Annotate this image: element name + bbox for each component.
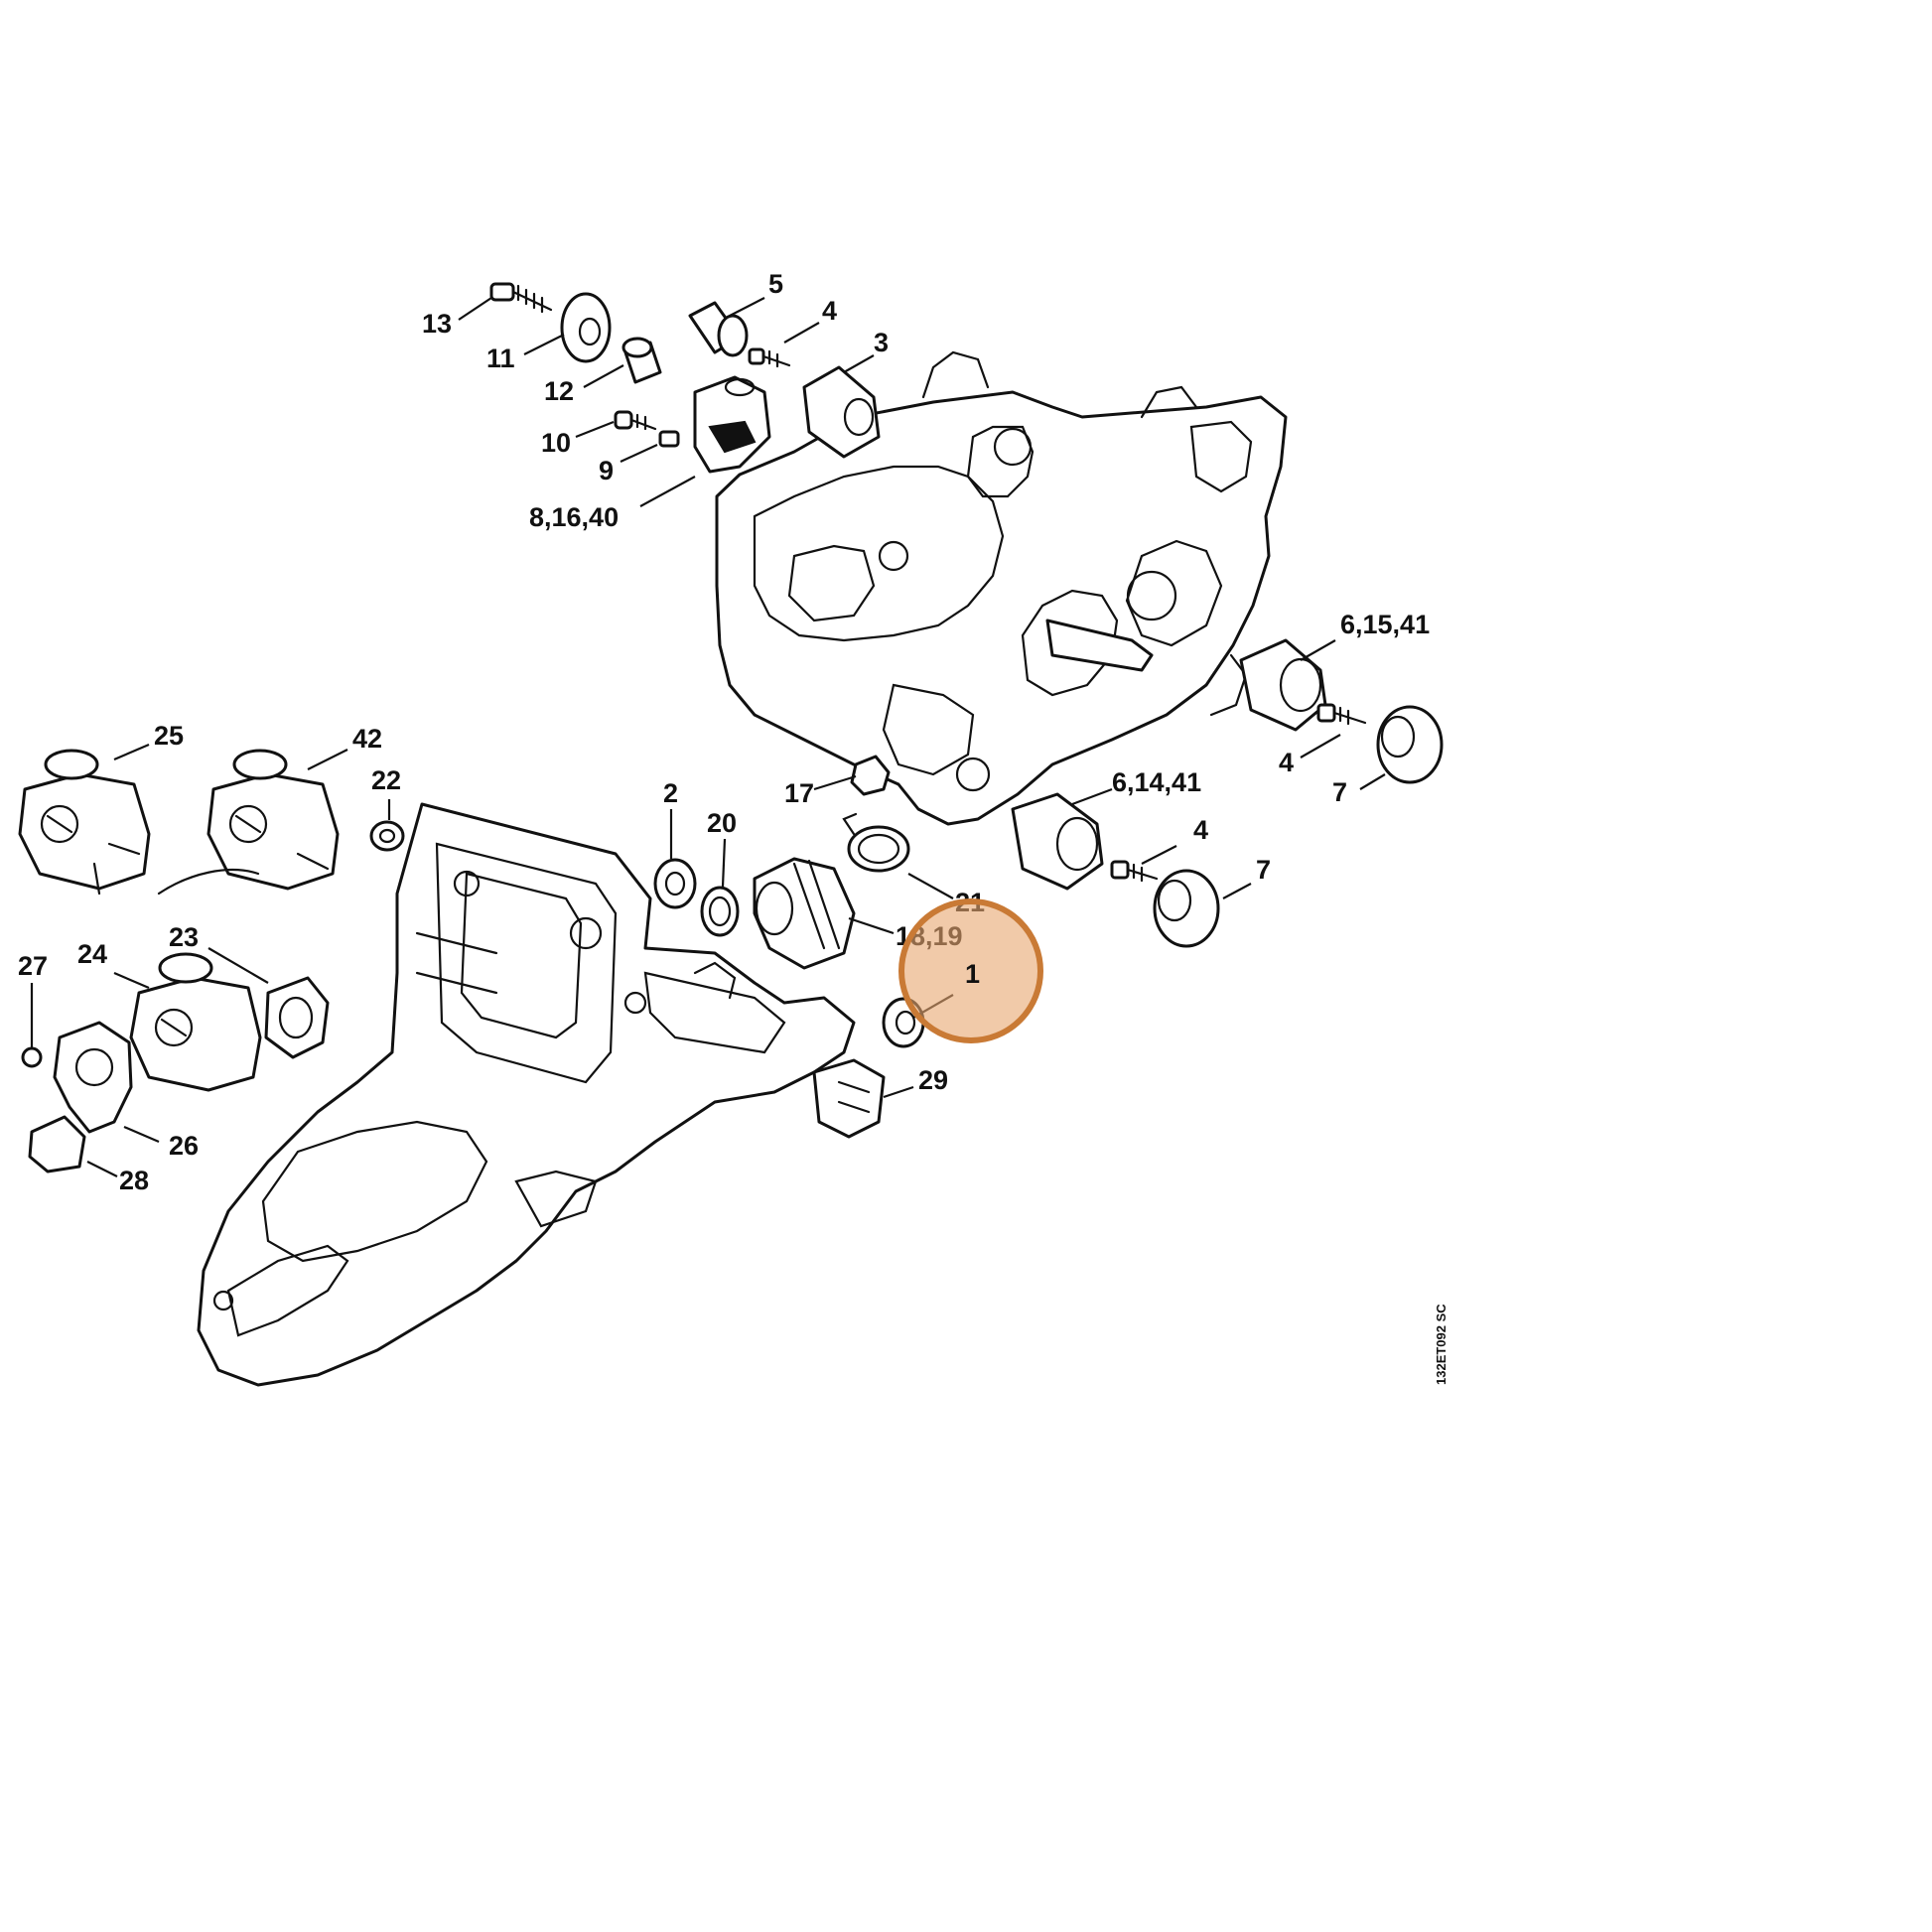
callout-1: 1 — [965, 959, 980, 989]
part-4-screw-top[interactable] — [748, 347, 791, 368]
callout-4-mid: 4 — [1193, 815, 1208, 845]
callout-3: 3 — [874, 328, 889, 357]
callout-20: 20 — [707, 808, 737, 838]
part-2-seal[interactable] — [653, 858, 697, 909]
part-23-gasket[interactable] — [264, 976, 330, 1059]
callout-23: 23 — [169, 922, 199, 952]
part-4-screw-right[interactable] — [1316, 703, 1367, 726]
part-8-16-40-mount[interactable] — [693, 375, 771, 474]
callout-25: 25 — [154, 721, 184, 751]
callout-22: 22 — [371, 765, 401, 795]
drawing-code: 132ET092 SC — [1434, 1304, 1449, 1385]
part-27-nut[interactable] — [21, 1046, 43, 1068]
callout-7-mid: 7 — [1256, 855, 1271, 885]
part-42-carburetor[interactable] — [157, 749, 340, 896]
part-6-14-41-buffer[interactable] — [1011, 792, 1104, 891]
part-7-cap-right[interactable] — [1376, 705, 1444, 784]
part-20-ring[interactable] — [700, 886, 740, 937]
highlight-circle — [898, 898, 1043, 1043]
leader-lines — [30, 297, 1386, 1177]
part-22-ring[interactable] — [369, 820, 405, 852]
callout-12: 12 — [544, 376, 574, 406]
callout-4-top: 4 — [822, 296, 837, 326]
part-13-screw[interactable] — [489, 282, 553, 314]
part-7-cap-mid[interactable] — [1153, 869, 1220, 948]
callout-29: 29 — [918, 1065, 948, 1095]
callout-6-14-41: 6,14,41 — [1112, 767, 1201, 797]
callout-8-16-40: 8,16,40 — [529, 502, 619, 532]
part-21-clamp[interactable] — [842, 812, 910, 873]
part-24-carburetor[interactable] — [129, 952, 262, 1092]
callout-28: 28 — [119, 1166, 149, 1195]
part-17-grommet[interactable] — [850, 755, 891, 796]
part-5-bushing[interactable] — [688, 301, 749, 357]
part-12-sleeve[interactable] — [621, 337, 662, 384]
callout-5: 5 — [768, 269, 783, 299]
callout-10: 10 — [541, 428, 571, 458]
callout-26: 26 — [169, 1131, 199, 1161]
part-10-screw[interactable] — [614, 410, 657, 431]
part-3-buffer[interactable] — [802, 365, 881, 459]
part-9-nut[interactable] — [658, 430, 680, 448]
callout-27: 27 — [18, 951, 48, 981]
callout-4-right: 4 — [1279, 748, 1294, 777]
callout-2: 2 — [663, 778, 678, 808]
part-26-plate[interactable] — [53, 1021, 133, 1134]
callout-24: 24 — [77, 939, 107, 969]
part-28-shroud[interactable] — [28, 1115, 86, 1173]
callout-17: 17 — [784, 778, 814, 808]
part-4-screw-mid[interactable] — [1110, 860, 1159, 883]
callout-9: 9 — [599, 456, 614, 485]
crankcase[interactable] — [715, 350, 1288, 826]
callout-6-15-41: 6,15,41 — [1340, 610, 1430, 639]
callout-7-right: 7 — [1332, 777, 1347, 807]
callout-labels: 13 11 12 10 9 8,16,40 5 4 3 6,15,41 4 7 … — [18, 269, 1430, 1195]
callout-11: 11 — [486, 344, 515, 373]
part-11-washer[interactable] — [560, 292, 612, 363]
tank-housing[interactable] — [197, 802, 856, 1387]
callout-42: 42 — [352, 724, 382, 754]
callout-13: 13 — [422, 309, 452, 339]
part-18-19-manifold[interactable] — [753, 857, 856, 970]
part-29-bracket[interactable] — [812, 1058, 886, 1139]
part-25-carburetor[interactable] — [18, 749, 151, 896]
